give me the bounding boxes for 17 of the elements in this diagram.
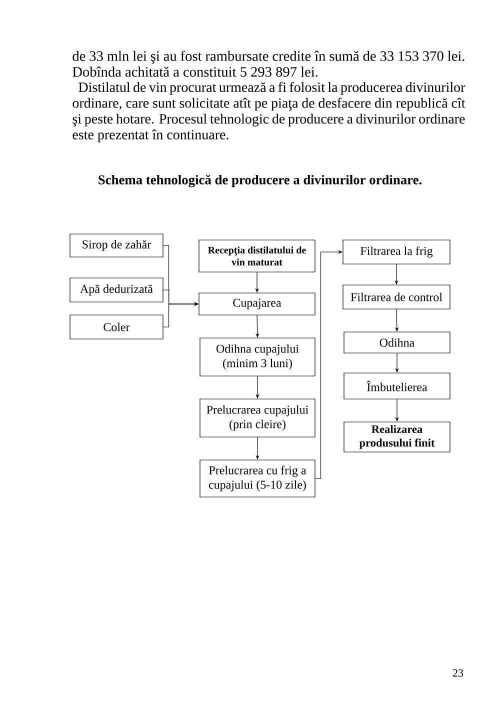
paragraph: Distilatul de vin procurat urmează a fi folosit la producerea divinurilor ordinare, care sunt solicitate atît pe piaţa de desfacere din republică cît şi peste hotare. Procesul tehnologic de producere a divinurilor ordinare este prezentat în continuare. bbox=[72, 82, 466, 142]
page-number: 23 bbox=[452, 669, 464, 677]
process-box: Sirop de zahăr bbox=[70, 234, 164, 258]
process-box: Filtrarea de control bbox=[342, 284, 450, 310]
process-box: Realizarea produsului finit bbox=[344, 422, 450, 452]
process-box: Recepţia distilatului de vin maturat bbox=[198, 240, 316, 272]
process-box: Îmbutelierea bbox=[344, 372, 450, 400]
process-box: Coler bbox=[70, 314, 164, 340]
process-box: Cupajarea bbox=[198, 292, 316, 316]
process-box: Apă dedurizată bbox=[70, 278, 164, 302]
process-box: Odihna cupajului (minim 3 luni) bbox=[200, 338, 316, 376]
process-box: Prelucrarea cupajului (prin cleire) bbox=[200, 398, 316, 438]
heading: Schema tehnologică de producere a divinurilor ordinare. bbox=[98, 174, 422, 188]
process-box: Odihna bbox=[344, 332, 450, 354]
process-box: Filtrarea la frig bbox=[342, 240, 450, 264]
process-box: Prelucrarea cu frig a cupajului (5-10 zile) bbox=[200, 460, 316, 498]
paragraph: de 33 mln lei şi au fost rambursate credite în sumă de 33 153 370 lei. Dobînda achitată a constituit 5 293 897 lei. bbox=[72, 50, 464, 77]
